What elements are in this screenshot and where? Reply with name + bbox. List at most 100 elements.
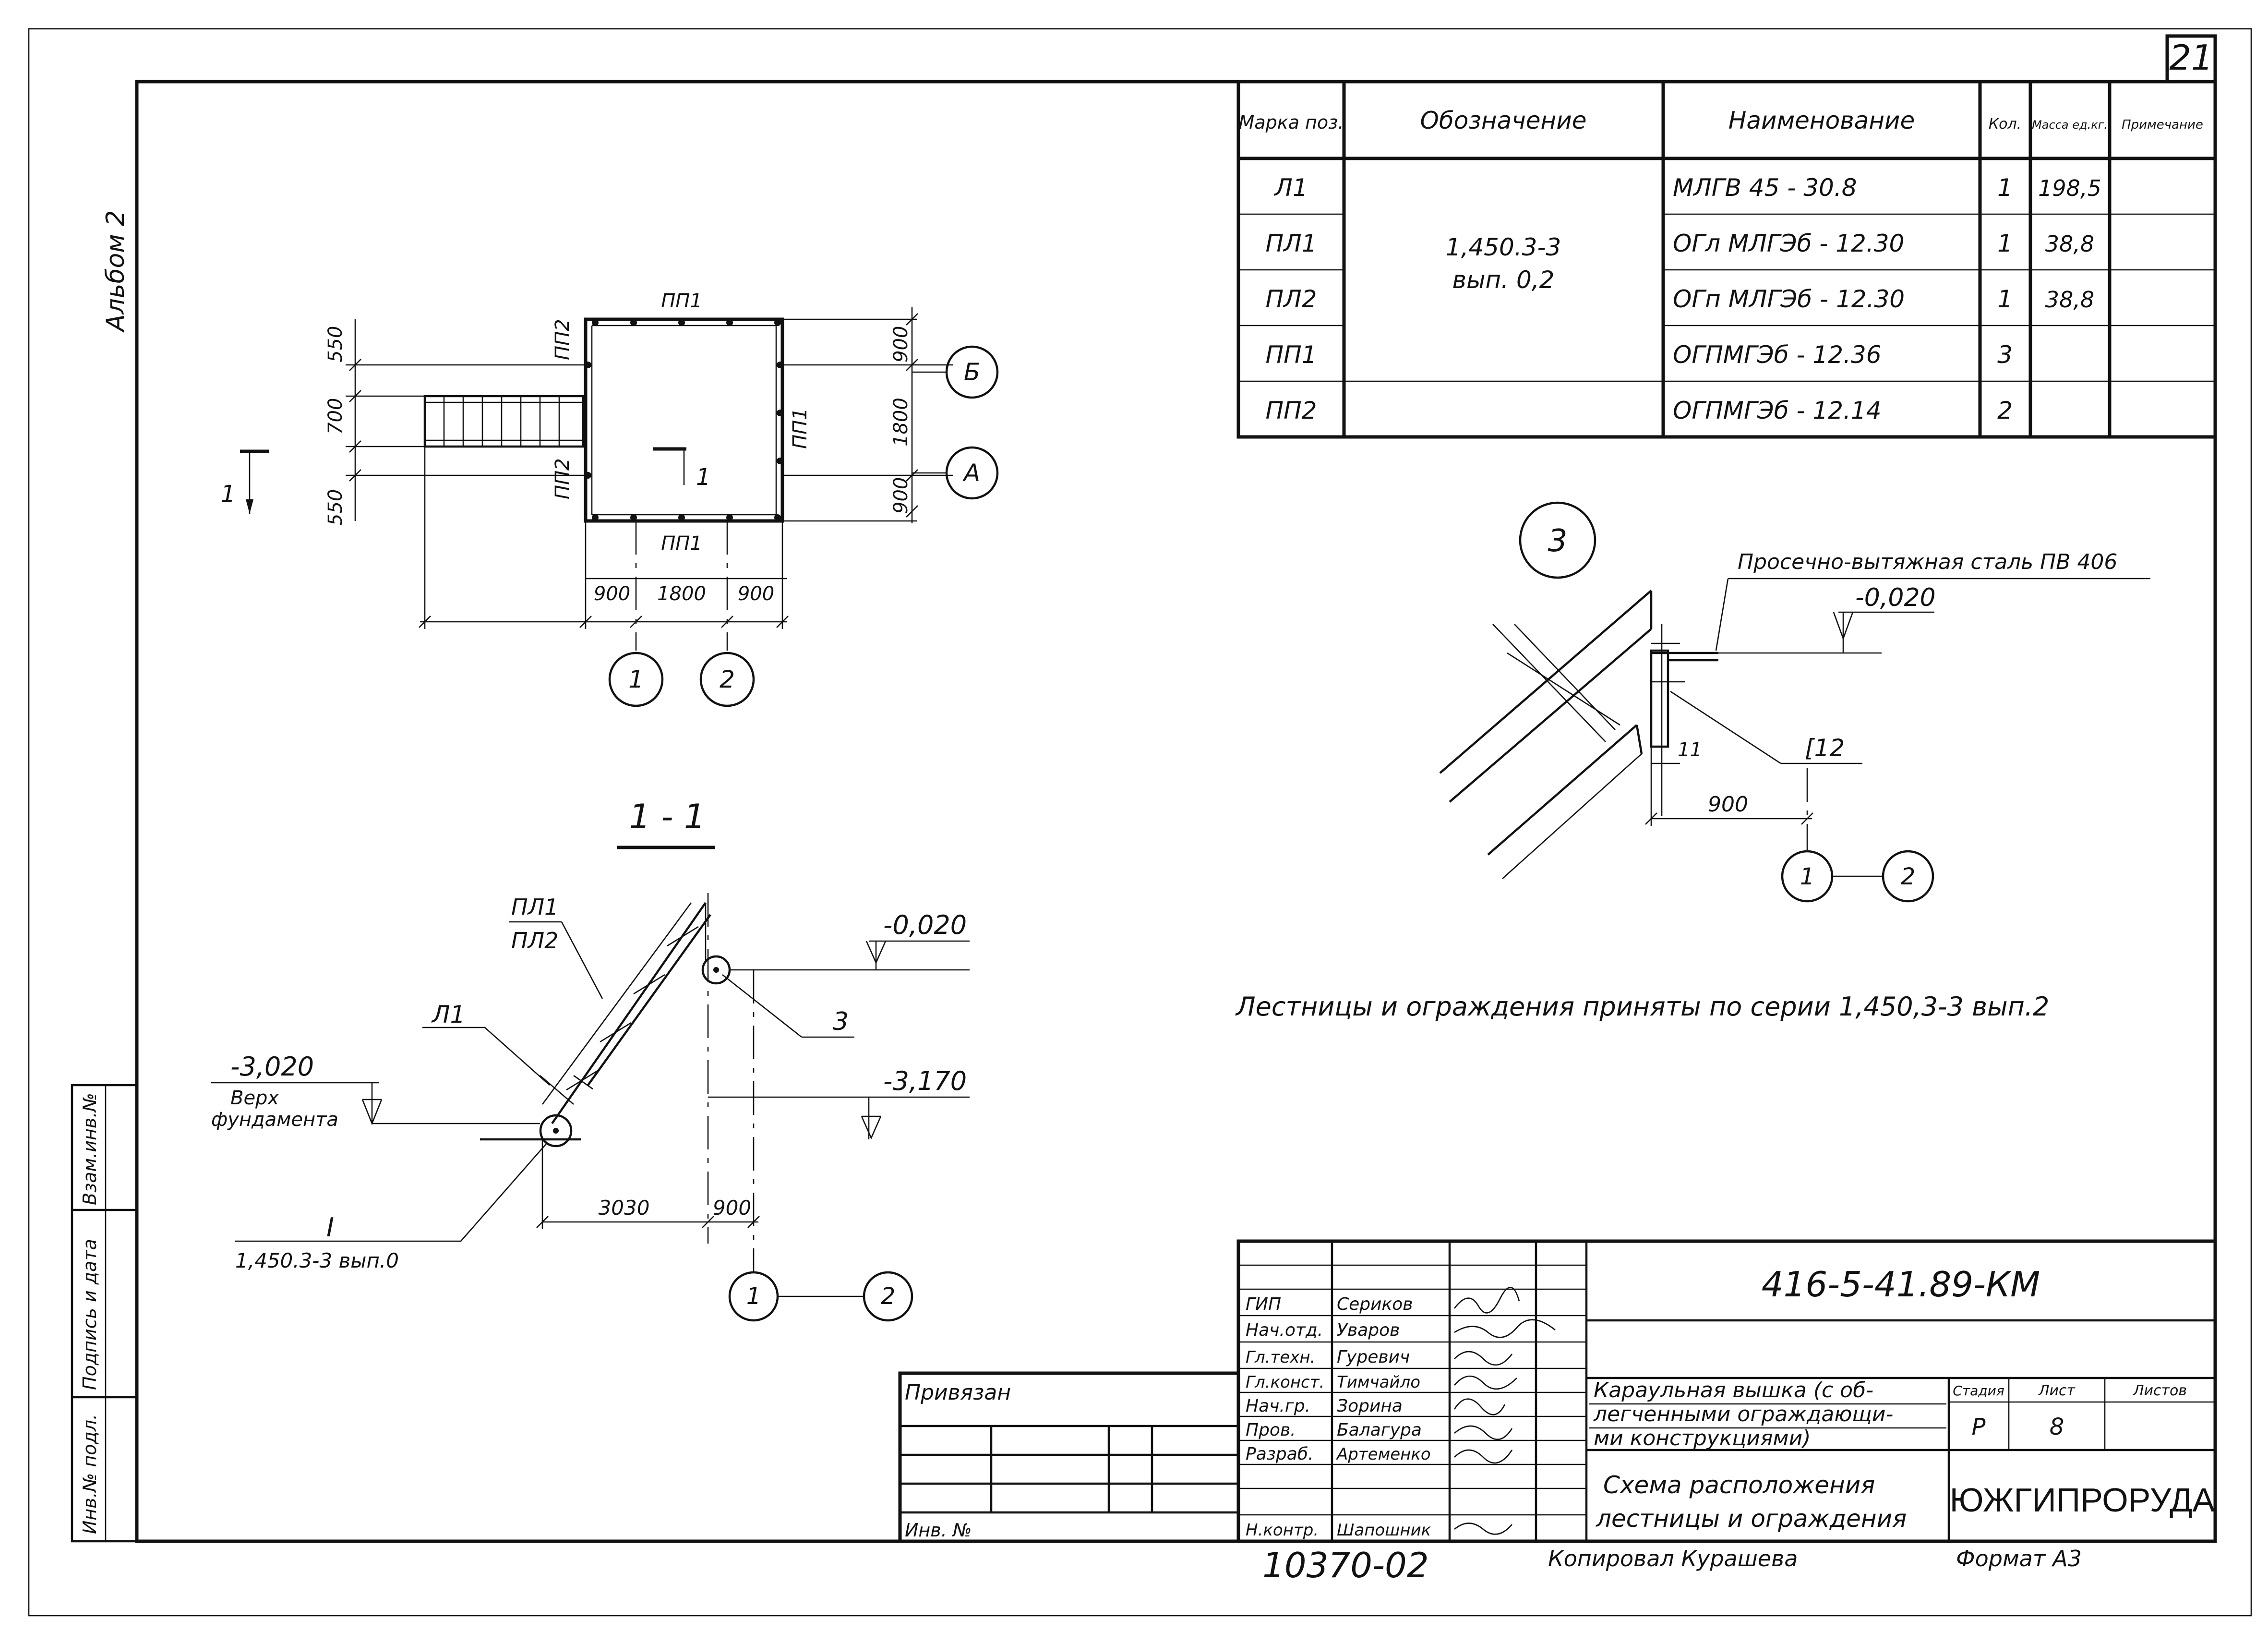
tb-sheet-title: Схема расположения [1603, 1471, 1875, 1499]
tb-role: Н.контр. [1246, 1521, 1319, 1540]
axis-bubble-a [945, 446, 999, 500]
th-designation: Обозначение [1420, 107, 1587, 134]
section-dim: 3030 [599, 1196, 650, 1220]
tb-project: ми конструкциями) [1594, 1426, 1811, 1451]
detail-level: -0,020 [1855, 583, 1936, 612]
row-mark: ПЛ2 [1265, 285, 1317, 313]
inv-label: Инв. № [905, 1520, 972, 1541]
section-base-note: фундамента [211, 1109, 338, 1131]
th-mark: Марка поз. [1239, 112, 1344, 133]
row-mass: 38,8 [2045, 231, 2094, 257]
copied-by: Копировал Курашева [1548, 1546, 1798, 1571]
row-name: ОГл МЛГЭб - 12.30 [1673, 230, 1904, 257]
side-stamp-sign: Подпись и дата [79, 1239, 100, 1390]
signature-scribbles [1453, 1286, 1556, 1535]
plan-dim-right: 900 [890, 477, 912, 514]
plan-dim-right: 1800 [890, 398, 912, 447]
plan-label-pp1-right: ПП1 [789, 408, 811, 449]
section-level-top: -0,020 [883, 910, 967, 940]
tb-project: Караульная вышка (с об- [1594, 1378, 1873, 1402]
section-label-l1: Л1 [431, 1001, 465, 1028]
detail-dim: 900 [1708, 792, 1748, 817]
album-label: Альбом 2 [101, 210, 130, 333]
tie-in-label: Привязан [905, 1380, 1011, 1405]
row-name: ОГп МЛГЭб - 12.30 [1673, 285, 1905, 313]
archive-number: 10370-02 [1262, 1545, 1429, 1585]
tb-role: Разраб. [1246, 1444, 1313, 1464]
detail-steel-note: Просечно-вытяжная сталь ПВ 406 [1738, 550, 2117, 574]
section-title: 1 - 1 [629, 797, 706, 836]
tb-person: Артеменко [1336, 1445, 1431, 1464]
detail-axis-label: 1 [1800, 863, 1815, 890]
plan-label-pp2-top: ПП2 [552, 319, 574, 360]
plan-dim-bottom: 900 [594, 583, 630, 605]
section-axis-2 [863, 1271, 913, 1322]
tb-person: Тимчайло [1337, 1373, 1420, 1392]
row-name: ОГПМГЭб - 12.14 [1673, 397, 1882, 424]
detail-mark: 3 [1548, 523, 1568, 559]
section-level-base: -3,020 [230, 1052, 314, 1082]
format-label: Формат А3 [1956, 1546, 2082, 1571]
tb-role: Нач.отд. [1246, 1320, 1323, 1340]
section-label-pl1: ПЛ1 [511, 894, 558, 920]
side-stamp: Инв.№ подл. Подпись и дата Взам.инв.№ [71, 1084, 138, 1543]
axis-bubble-1 [608, 652, 664, 707]
designation-series: 1,450.3-3 [1446, 233, 1561, 261]
tb-role: Гл.конст. [1246, 1373, 1324, 1392]
tb-stage-header: Лист [2038, 1382, 2076, 1399]
section-node-ref: I [326, 1212, 334, 1243]
row-name: МЛГВ 45 - 30.8 [1673, 174, 1857, 202]
section-base-note: Верх [230, 1087, 279, 1109]
node-circle-bottom [539, 1114, 573, 1148]
section-dim: 900 [713, 1196, 751, 1220]
spec-table: Марка поз. Обозначение Наименование Кол.… [1236, 80, 2217, 439]
axis-row-label: А [962, 459, 980, 487]
row-qty: 1 [1997, 230, 2013, 257]
tb-person: Шапошник [1337, 1521, 1431, 1540]
row-qty: 2 [1997, 397, 2013, 424]
section-cut-mark: 1 [221, 481, 236, 508]
row-qty: 3 [1997, 341, 2013, 369]
detail-view: 3 Просечно-вытяжная сталь ПВ 406 -0,020 … [1439, 501, 2150, 903]
plan-dim-left: 550 [324, 326, 347, 363]
tb-role: Гл.техн. [1246, 1348, 1315, 1367]
tb-stage: Р [1972, 1414, 1986, 1440]
axis-col-label: 1 [628, 665, 644, 693]
detail-profile: [12 [1805, 734, 1845, 762]
side-stamp-repl: Взам.инв.№ [79, 1093, 100, 1205]
row-qty: 1 [1997, 174, 2013, 202]
section-node-mark: 3 [833, 1007, 849, 1036]
axis-col-label: 2 [720, 665, 735, 693]
th-mass: Масса ед.кг. [2032, 118, 2108, 132]
designation-issue: вып. 0,2 [1452, 266, 1555, 294]
axis-row-label: Б [964, 358, 980, 386]
row-qty: 1 [1997, 285, 2013, 313]
general-note: Лестницы и ограждения приняты по серии 1… [1235, 991, 2049, 1022]
th-qty: Кол. [1989, 116, 2021, 133]
th-note: Примечание [2122, 118, 2203, 132]
tb-project: легченными ограждающи- [1593, 1402, 1893, 1426]
row-name: ОГПМГЭб - 12.36 [1673, 341, 1882, 369]
side-stamp-inv: Инв.№ подл. [79, 1414, 100, 1534]
row-mark: ПП2 [1265, 397, 1317, 424]
detail-axis-label: 2 [1901, 863, 1916, 890]
section-label-pl2: ПЛ2 [511, 928, 558, 954]
section-axis-label: 1 [746, 1283, 761, 1310]
detail-mark-circle [1519, 501, 1596, 579]
plan-view: 550 700 550 900 1800 900 900 1800 900 ПП… [221, 290, 999, 707]
th-name: Наименование [1728, 107, 1915, 134]
plan-dim-left: 700 [324, 398, 347, 435]
tb-person: Зорина [1337, 1396, 1403, 1416]
plan-dim-left: 550 [324, 489, 347, 526]
section-cut-mark: 1 [696, 464, 711, 491]
tie-in-block: Привязан Инв. № [898, 1371, 1240, 1543]
plan-label-pp2-bottom: ПП2 [552, 458, 574, 499]
section-view: 1 - 1 -0,020 - [211, 797, 970, 1322]
tb-person: Уваров [1337, 1320, 1400, 1340]
tb-person: Сериков [1337, 1294, 1413, 1314]
plan-dim-bottom: 900 [738, 583, 774, 605]
tb-role: Пров. [1246, 1420, 1296, 1440]
page-number: 21 [2169, 37, 2213, 78]
tb-role: Нач.гр. [1246, 1396, 1310, 1416]
